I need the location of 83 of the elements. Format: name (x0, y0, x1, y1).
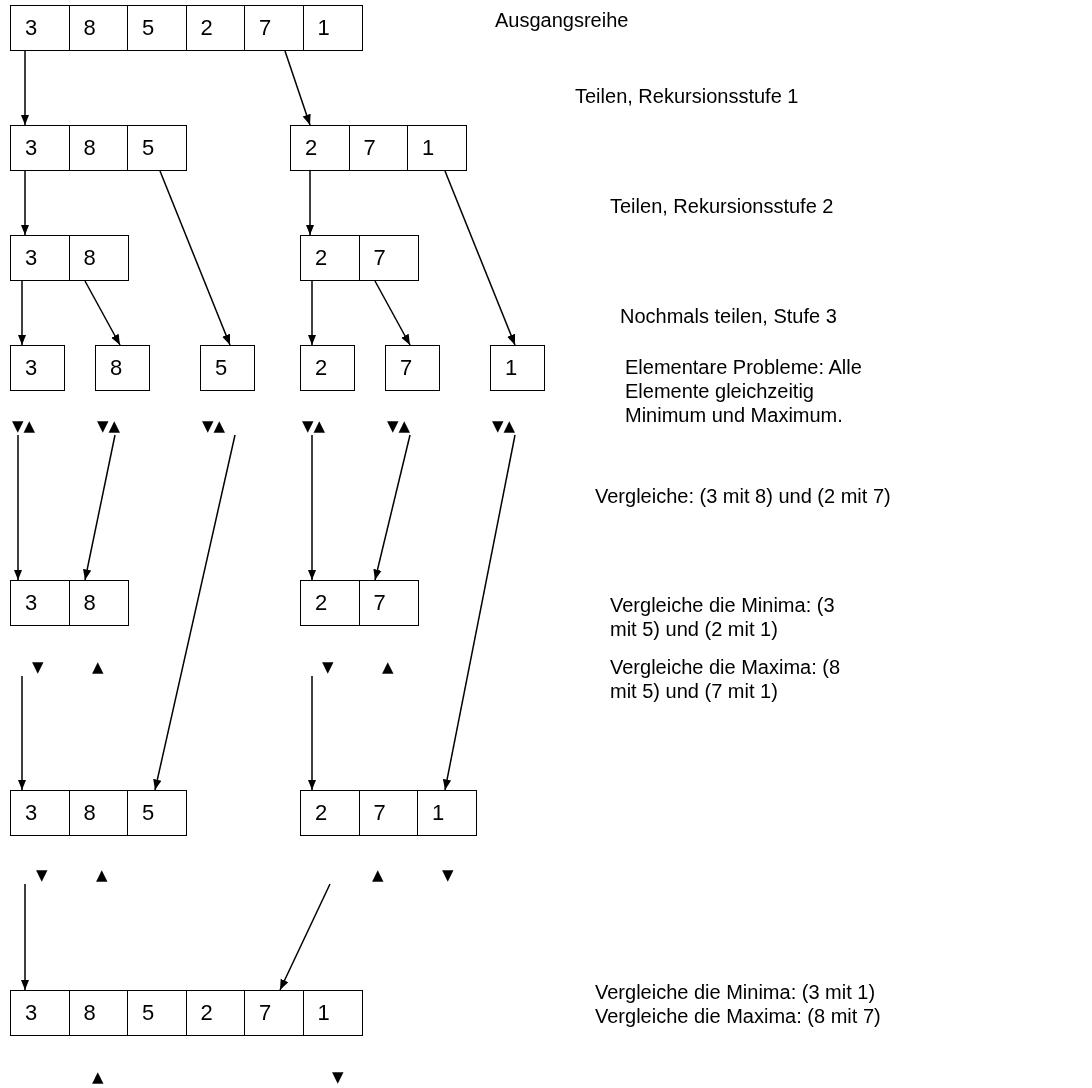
min-max-marker: ▼ (36, 866, 48, 884)
array-cell: 7 (358, 790, 419, 836)
array-cell: 5 (127, 125, 187, 171)
arrow (83, 434, 116, 581)
step-description: Nochmals teilen, Stufe 3 (620, 304, 838, 328)
array-cell: 2 (300, 790, 360, 836)
step-description: Teilen, Rekursionsstufe 1 (575, 84, 800, 108)
array-cell: 8 (68, 235, 129, 281)
arrow (307, 280, 317, 346)
arrow (305, 170, 315, 236)
min-max-marker: ▼ (332, 1068, 344, 1086)
arrow (153, 434, 236, 791)
arrow (17, 280, 27, 346)
array-cell: 8 (68, 125, 129, 171)
array-cell: 5 (127, 990, 187, 1036)
array-cell: 3 (10, 125, 70, 171)
array-cell: 3 (10, 790, 70, 836)
step-description: Vergleiche die Minima: (3 mit 1) Vergleiche die Maxima: (8 mit 7) (595, 980, 882, 1028)
array-cell: 5 (127, 790, 187, 836)
arrow (373, 434, 411, 581)
step-description: Elementare Probleme: Alle Elemente gleichzeitig Minimum und Maximum. (625, 355, 863, 427)
arrow (17, 675, 27, 791)
step-description: Vergleiche: (3 mit 8) und (2 mit 7) (595, 484, 892, 508)
arrow (374, 280, 411, 346)
min-max-marker: ▲ (382, 658, 394, 676)
arrow (20, 50, 30, 126)
array-cell: 8 (95, 345, 150, 391)
array-cell: 1 (407, 125, 467, 171)
arrow (20, 170, 30, 236)
arrow (444, 170, 516, 346)
array-cell: 7 (348, 125, 409, 171)
min-max-marker: ▼▲ (492, 417, 516, 435)
array-cell: 8 (68, 5, 129, 51)
array-cell: 2 (300, 580, 360, 626)
min-max-marker: ▲ (92, 1068, 104, 1086)
array-cell: 1 (417, 790, 477, 836)
array-cell: 3 (10, 235, 70, 281)
array-cell: 7 (385, 345, 440, 391)
array-cell: 8 (68, 990, 129, 1036)
arrow (84, 280, 121, 346)
arrow (307, 675, 317, 791)
min-max-marker: ▼ (442, 866, 454, 884)
array-cell: 2 (185, 5, 246, 51)
min-max-marker: ▼▲ (97, 417, 121, 435)
min-max-marker: ▼ (32, 658, 44, 676)
array-cell: 7 (358, 580, 419, 626)
arrow (159, 170, 231, 346)
array-cell: 3 (10, 345, 65, 391)
array-cell: 5 (127, 5, 187, 51)
min-max-marker: ▼▲ (387, 417, 411, 435)
array-cell: 7 (244, 5, 304, 51)
array-cell: 2 (185, 990, 246, 1036)
arrow (284, 50, 311, 126)
arrow (307, 434, 317, 581)
array-cell: 3 (10, 5, 70, 51)
array-cell: 7 (244, 990, 304, 1036)
array-cell: 3 (10, 580, 70, 626)
array-cell: 3 (10, 990, 70, 1036)
array-cell: 2 (300, 345, 355, 391)
min-max-marker: ▲ (372, 866, 384, 884)
min-max-marker: ▼▲ (302, 417, 326, 435)
array-cell: 2 (300, 235, 360, 281)
array-cell: 1 (302, 5, 363, 51)
arrow (13, 434, 23, 581)
array-cell: 8 (68, 580, 129, 626)
array-cell: 7 (358, 235, 419, 281)
step-description: Teilen, Rekursionsstufe 2 (610, 194, 835, 218)
step-description: Vergleiche die Minima: (3 mit 5) und (2 mit 1) (610, 593, 836, 641)
min-max-marker: ▼▲ (12, 417, 36, 435)
step-description: Ausgangsreihe (495, 8, 630, 32)
min-max-marker: ▼ (322, 658, 334, 676)
step-description: Vergleiche die Maxima: (8 mit 5) und (7 mit 1) (610, 655, 842, 703)
array-cell: 1 (490, 345, 545, 391)
arrow (279, 883, 331, 991)
array-cell: 2 (290, 125, 350, 171)
min-max-marker: ▲ (96, 866, 108, 884)
array-cell: 5 (200, 345, 255, 391)
arrow (20, 883, 30, 991)
min-max-marker: ▼▲ (202, 417, 226, 435)
array-cell: 8 (68, 790, 129, 836)
min-max-marker: ▲ (92, 658, 104, 676)
arrow (442, 434, 516, 791)
array-cell: 1 (302, 990, 363, 1036)
